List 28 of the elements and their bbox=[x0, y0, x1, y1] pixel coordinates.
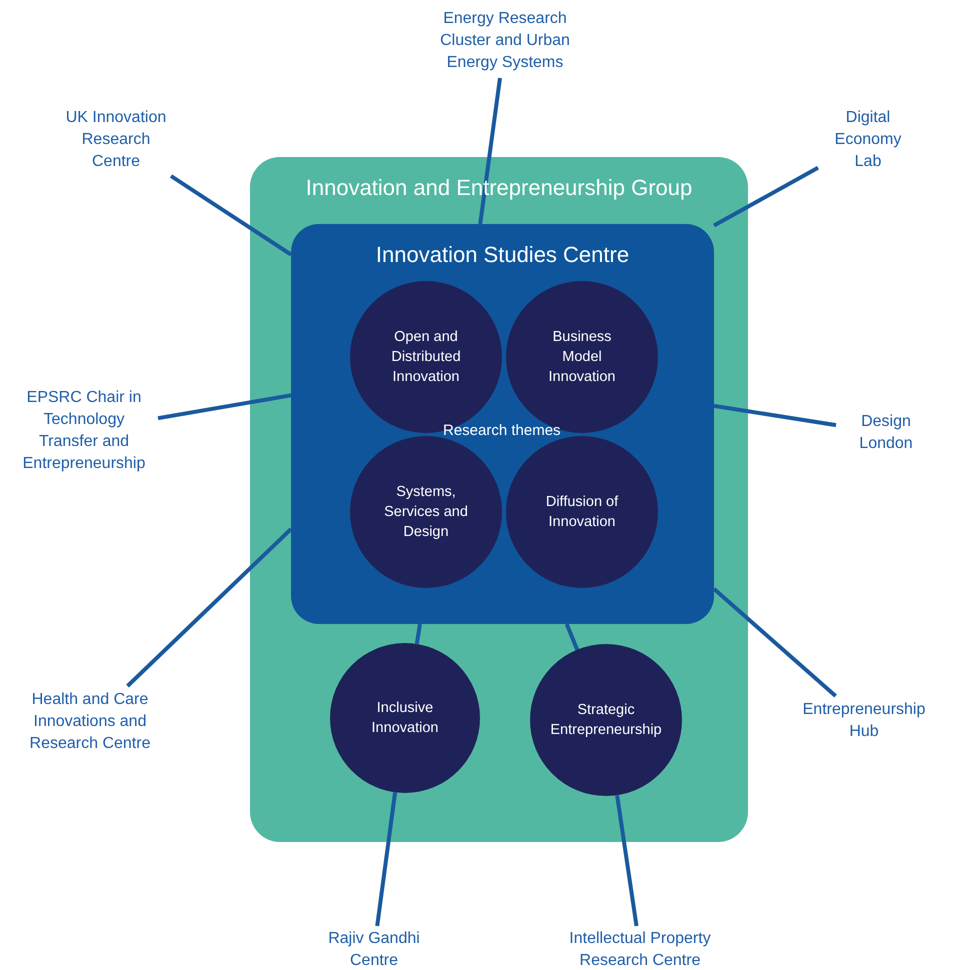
connector-line bbox=[713, 166, 819, 228]
connector-line bbox=[564, 623, 580, 650]
partner-label: Health and Care Innovations and Research Centre bbox=[6, 686, 174, 758]
connector-line bbox=[126, 528, 292, 688]
connector-line bbox=[414, 624, 422, 644]
connector-line bbox=[158, 393, 292, 420]
connector-line bbox=[478, 78, 502, 224]
centre-box bbox=[291, 224, 714, 624]
partner-label: EPSRC Chair in Technology Transfer and Entrepreneurship bbox=[10, 372, 158, 490]
partner-label: Design London bbox=[836, 408, 936, 458]
partner-label: Energy Research Cluster and Urban Energy Systems bbox=[420, 4, 590, 78]
partner-label: Rajiv Gandhi Centre bbox=[312, 926, 436, 970]
connector-line bbox=[712, 587, 837, 698]
connector-line bbox=[170, 174, 292, 256]
partner-label: UK Innovation Research Centre bbox=[54, 104, 178, 176]
theme-circle: Strategic Entrepreneurship bbox=[530, 644, 682, 796]
theme-circle: Diffusion of Innovation bbox=[506, 436, 658, 588]
centre-title: Innovation Studies Centre bbox=[374, 242, 630, 268]
partner-label: Intellectual Property Research Centre bbox=[540, 926, 740, 970]
partner-label: Digital Economy Lab bbox=[818, 104, 918, 176]
theme-circle: Inclusive Innovation bbox=[330, 643, 480, 793]
group-box bbox=[250, 157, 748, 842]
theme-circle: Systems, Services and Design bbox=[350, 436, 502, 588]
connector-line bbox=[714, 404, 836, 428]
connector-line bbox=[615, 794, 638, 926]
partner-label: Entrepreneurship Hub bbox=[794, 696, 934, 746]
connector-line bbox=[375, 792, 398, 926]
group-title: Innovation and Entrepreneurship Group bbox=[304, 175, 694, 201]
